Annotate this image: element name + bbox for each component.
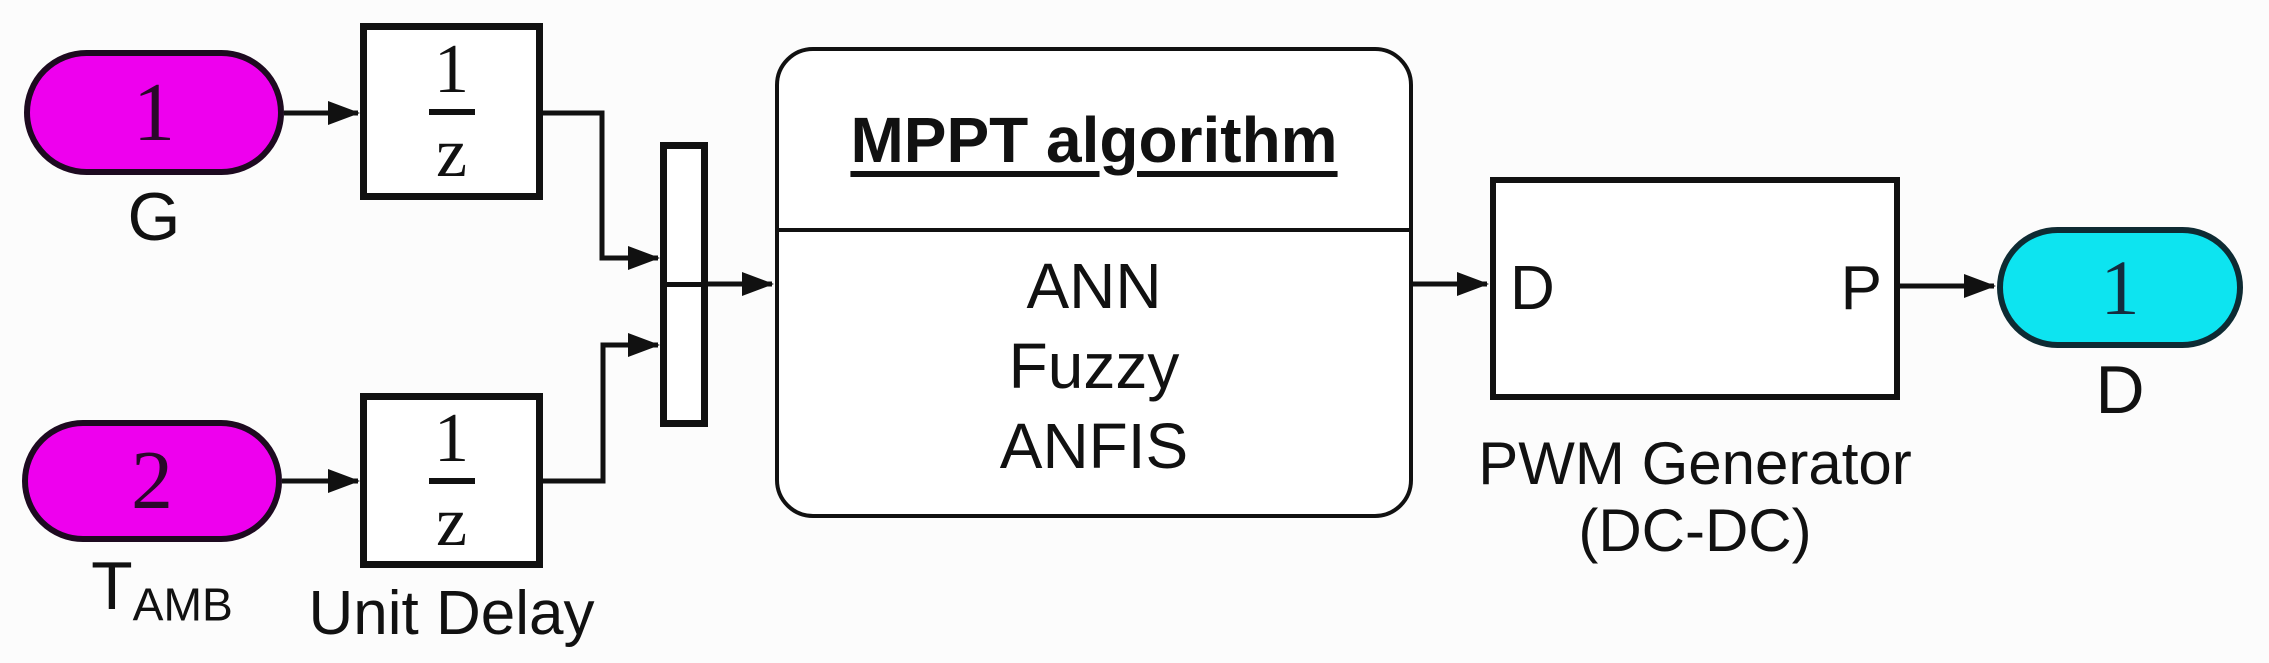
pwm-generator-block[interactable]: D P	[1490, 177, 1900, 400]
inport-tamb-label-subscript: AMB	[132, 578, 233, 631]
outport-d-block[interactable]: 1	[1997, 227, 2243, 348]
unit-delay-1-denominator: z	[435, 114, 468, 192]
unit-delay-2-transfer-function: 1 z	[428, 399, 475, 561]
inport-tamb-number: 2	[131, 434, 173, 527]
mppt-algorithm-list: ANN Fuzzy ANFIS	[779, 232, 1409, 514]
wire-unit-delay-2-to-mux[interactable]	[543, 333, 660, 484]
unit-delay-2-block[interactable]: 1 z	[360, 393, 543, 568]
mppt-algorithm-ann: ANN	[1026, 250, 1162, 322]
unit-delay-2-denominator: z	[435, 483, 468, 561]
pwm-generator-label-line1: PWM Generator	[1478, 430, 1912, 497]
unit-delay-2-numerator: 1	[434, 399, 469, 477]
wire-unit-delay-1-to-mux[interactable]	[543, 110, 660, 270]
inport-g-block[interactable]: 1	[24, 50, 284, 175]
unit-delay-1-transfer-function: 1 z	[428, 30, 475, 192]
pwm-generator-label[interactable]: PWM Generator (DC-DC)	[1420, 430, 1970, 564]
mux-block[interactable]	[660, 142, 708, 427]
pwm-output-port-p: P	[1840, 254, 1882, 323]
mppt-algorithm-anfis: ANFIS	[999, 410, 1189, 482]
inport-tamb-block[interactable]: 2	[22, 420, 282, 542]
unit-delay-1-block[interactable]: 1 z	[360, 23, 543, 200]
mppt-algorithm-fuzzy: Fuzzy	[1008, 330, 1180, 402]
mppt-algorithm-block[interactable]: MPPT algorithm ANN Fuzzy ANFIS	[775, 47, 1413, 518]
inport-g-number: 1	[133, 65, 175, 159]
fraction-bar	[428, 108, 475, 115]
inport-g-label[interactable]: G	[127, 179, 181, 255]
pwm-generator-label-line2: (DC-DC)	[1578, 497, 1812, 564]
outport-d-number: 1	[2100, 243, 2140, 331]
unit-delay-label[interactable]: Unit Delay	[308, 579, 595, 648]
mppt-header: MPPT algorithm	[779, 51, 1409, 232]
mppt-title: MPPT algorithm	[850, 103, 1338, 176]
fraction-bar	[428, 477, 475, 484]
pwm-input-port-d: D	[1510, 254, 1555, 323]
mux-divider	[667, 281, 701, 287]
inport-tamb-label-base: T	[91, 548, 133, 624]
outport-d-label[interactable]: D	[2095, 352, 2145, 428]
inport-tamb-label[interactable]: TAMB	[22, 552, 302, 628]
unit-delay-1-numerator: 1	[434, 30, 469, 108]
